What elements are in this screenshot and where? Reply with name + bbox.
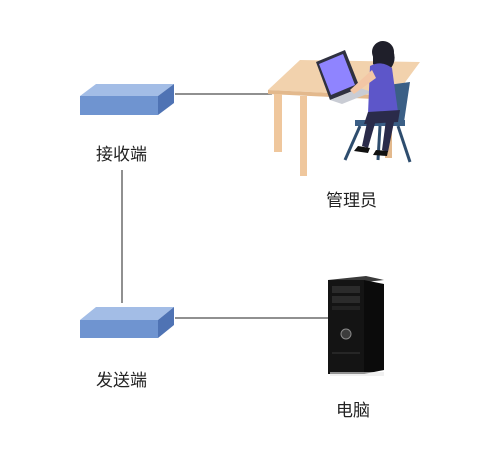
receiver-device-icon — [80, 84, 174, 115]
admin-label: 管理员 — [326, 191, 377, 211]
sender-label: 发送端 — [96, 371, 147, 391]
sender-device-icon — [80, 307, 174, 338]
computer-label: 电脑 — [336, 401, 370, 421]
admin-person-at-laptop-icon — [268, 41, 420, 176]
computer-tower-icon — [328, 276, 384, 376]
receiver-label: 接收端 — [96, 145, 147, 165]
